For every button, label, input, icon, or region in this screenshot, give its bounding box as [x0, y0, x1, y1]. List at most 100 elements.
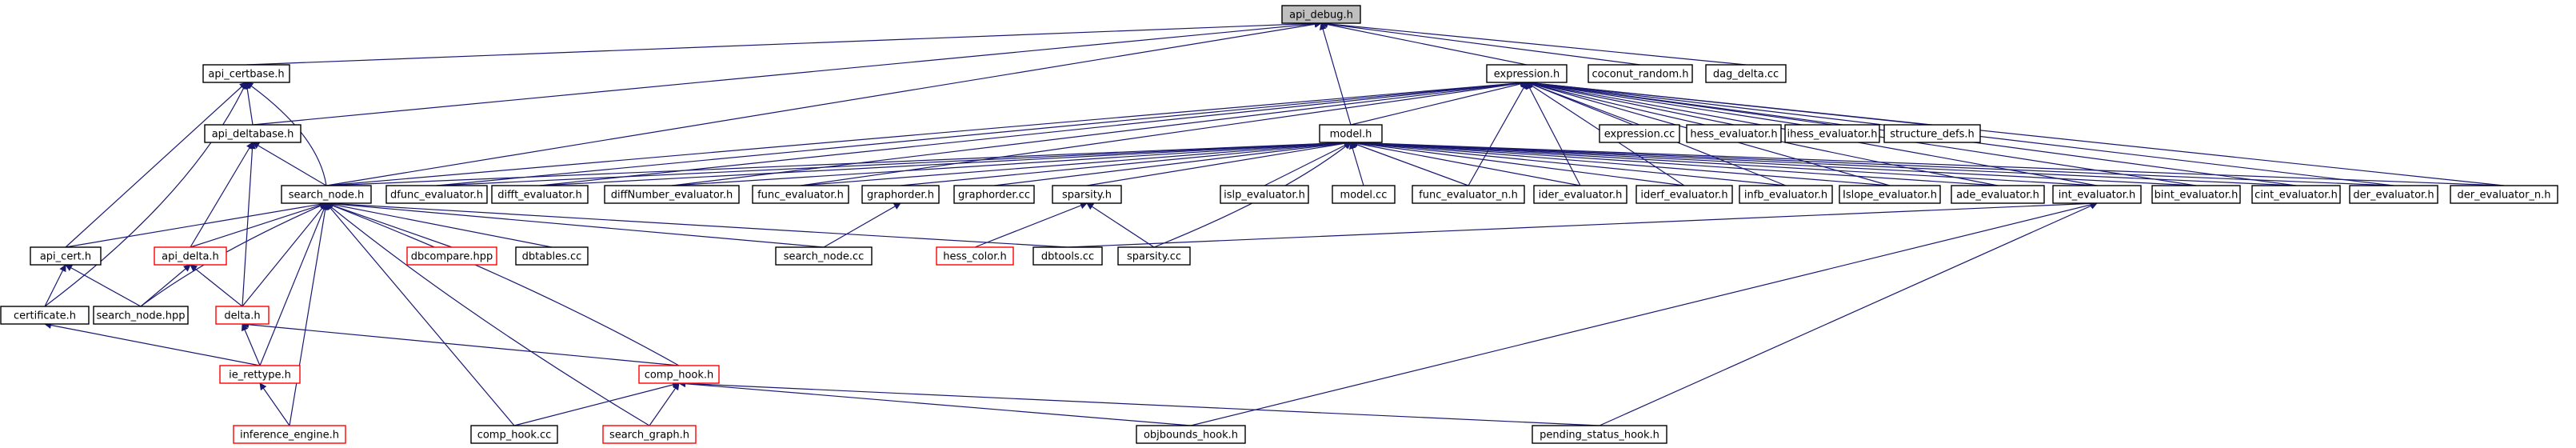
node-ihess-evaluator-h[interactable]: ihess_evaluator.h	[1784, 124, 1880, 143]
node-api-debug-h[interactable]: api_debug.h	[1281, 5, 1361, 24]
node-box	[1839, 185, 1941, 204]
node-label: sparsity.h	[1062, 190, 1112, 202]
node-api-cert-h[interactable]: api_cert.h	[30, 246, 102, 266]
node-coconut-random-h[interactable]: coconut_random.h	[1588, 64, 1693, 83]
node-label: iderf_evaluator.h	[1640, 190, 1727, 202]
node-label: expression.cc	[1604, 129, 1675, 141]
node-dag-delta-cc[interactable]: dag_delta.cc	[1705, 64, 1787, 83]
edge-pending_status_hook_h-to-comp_hook_h	[678, 379, 1600, 426]
node-islope-evaluator-h[interactable]: Islope_evaluator.h	[1839, 185, 1941, 204]
node-der-evaluator-h[interactable]: der_evaluator.h	[2349, 185, 2438, 204]
node-pending-status-hook-h[interactable]: pending_status_hook.h	[1532, 425, 1667, 444]
node-search-node-h[interactable]: search_node.h	[281, 185, 372, 204]
node-box	[470, 425, 558, 444]
node-search-graph-h[interactable]: search_graph.h	[602, 425, 697, 444]
node-label: delta.h	[224, 310, 260, 322]
node-box	[936, 246, 1014, 266]
node-box	[2349, 185, 2438, 204]
edge-dbtables_cc-to-search_node_h	[325, 201, 553, 248]
node-objbounds-hook-h[interactable]: objbounds_hook.h	[1136, 425, 1246, 444]
node-diffnumber-evaluator-h[interactable]: diffNumber_evaluator.h	[604, 185, 740, 204]
node-infb-evaluator-h[interactable]: infb_evaluator.h	[1739, 185, 1833, 204]
node-box	[30, 246, 102, 266]
edge-der_evaluator_h-to-model_h	[1350, 138, 2394, 186]
node-islp-evaluator-h[interactable]: islp_evaluator.h	[1220, 185, 1309, 204]
node-label: search_node.hpp	[96, 310, 185, 322]
node-model-h[interactable]: model.h	[1319, 124, 1383, 143]
node-ie-rettype-h[interactable]: ie_rettype.h	[219, 365, 301, 384]
node-label: diffNumber_evaluator.h	[611, 190, 733, 202]
node-box	[752, 185, 849, 204]
node-search-node-cc[interactable]: search_node.cc	[775, 246, 873, 266]
node-comp-hook-cc[interactable]: comp_hook.cc	[470, 425, 558, 444]
edge-func_evaluator_n_h-to-expression_h	[1468, 82, 1528, 186]
node-func-evaluator-n-h[interactable]: func_evaluator_n.h	[1412, 185, 1525, 204]
edge-model_h-to-expression_h	[1350, 80, 1528, 126]
node-difft-evaluator-h[interactable]: difft_evaluator.h	[491, 185, 589, 204]
edge-islp_evaluator_h-to-model_h	[1264, 142, 1352, 186]
node-bint-evaluator-h[interactable]: bint_evaluator.h	[2151, 185, 2241, 204]
node-graphorder-h[interactable]: graphorder.h	[861, 185, 940, 204]
edge-ade_evaluator_h-to-model_h	[1350, 139, 1999, 186]
node-label: int_evaluator.h	[2059, 190, 2136, 202]
node-func-evaluator-h[interactable]: func_evaluator.h	[752, 185, 849, 204]
node-int-evaluator-h[interactable]: int_evaluator.h	[2052, 185, 2142, 204]
node-iderf-evaluator-h[interactable]: iderf_evaluator.h	[1635, 185, 1733, 204]
node-box	[1739, 185, 1833, 204]
edge-graphorder_cc-to-model_h	[993, 139, 1352, 186]
node-expression-h[interactable]: expression.h	[1486, 64, 1568, 83]
edge-objbounds_hook_h-to-int_evaluator_h	[1190, 201, 2098, 426]
node-api-deltabase-h[interactable]: api_deltabase.h	[204, 124, 302, 143]
node-dfunc-evaluator-h[interactable]: dfunc_evaluator.h	[385, 185, 488, 204]
edge-coconut_random_h-to-api_debug_h	[1320, 20, 1641, 66]
node-ider-evaluator-h[interactable]: ider_evaluator.h	[1533, 185, 1627, 204]
node-structure-defs-h[interactable]: structure_defs.h	[1883, 124, 1981, 143]
node-box	[281, 185, 372, 204]
node-expression-cc[interactable]: expression.cc	[1599, 124, 1680, 143]
node-delta-h[interactable]: delta.h	[215, 306, 270, 325]
node-der-evaluator-n-h[interactable]: der_evaluator_n.h	[2450, 185, 2558, 204]
node-certificate-h[interactable]: certificate.h	[0, 306, 90, 325]
node-cint-evaluator-h[interactable]: cint_evaluator.h	[2251, 185, 2341, 204]
node-label: dbcompare.hpp	[411, 251, 493, 263]
node-label: api_deltabase.h	[212, 129, 294, 141]
node-box	[1784, 124, 1880, 143]
node-label: comp_hook.cc	[477, 430, 552, 442]
node-box	[604, 185, 740, 204]
node-label: api_cert.h	[40, 251, 91, 263]
node-model-cc[interactable]: model.cc	[1332, 185, 1396, 204]
edge-hess_evaluator_h-to-expression_h	[1526, 80, 1735, 126]
node-inference-engine-h[interactable]: inference_engine.h	[233, 425, 346, 444]
node-ade-evaluator-h[interactable]: ade_evaluator.h	[1951, 185, 2045, 204]
node-box	[1486, 64, 1568, 83]
node-api-delta-h[interactable]: api_delta.h	[154, 246, 227, 266]
edge-comp_hook_h-to-search_node_h	[325, 202, 680, 366]
node-comp-hook-h[interactable]: comp_hook.h	[638, 365, 720, 384]
edge-search_node_h-to-expression_h	[325, 79, 1528, 186]
node-dbtools-cc[interactable]: dbtools.cc	[1032, 246, 1103, 266]
node-sparsity-cc[interactable]: sparsity.cc	[1117, 246, 1191, 266]
node-api-certbase-h[interactable]: api_certbase.h	[202, 64, 290, 83]
node-box	[1635, 185, 1733, 204]
node-box	[1117, 246, 1191, 266]
edge-api_cert_h-to-api_certbase_h	[65, 82, 247, 248]
node-label: der_evaluator_n.h	[2457, 190, 2550, 202]
node-hess-evaluator-h[interactable]: hess_evaluator.h	[1686, 124, 1782, 143]
node-label: ider_evaluator.h	[1539, 190, 1623, 202]
edge-infb_evaluator_h-to-model_h	[1350, 139, 1787, 186]
node-graphorder-cc[interactable]: graphorder.cc	[953, 185, 1035, 204]
node-label: difft_evaluator.h	[497, 190, 581, 202]
node-box	[515, 246, 589, 266]
node-search-node-hpp[interactable]: search_node.hpp	[93, 306, 189, 325]
node-box	[1281, 5, 1361, 24]
node-dbcompare-hpp[interactable]: dbcompare.hpp	[406, 246, 497, 266]
node-label: graphorder.h	[867, 190, 934, 202]
edge-ie_rettype_h-to-certificate_h	[44, 322, 261, 366]
node-label: graphorder.cc	[958, 190, 1030, 202]
node-sparsity-h[interactable]: sparsity.h	[1052, 185, 1122, 204]
node-label: structure_defs.h	[1890, 129, 1974, 141]
node-dbtables-cc[interactable]: dbtables.cc	[515, 246, 589, 266]
edge-api_delta_h-to-search_node_h	[190, 202, 327, 248]
node-hess-color-h[interactable]: hess_color.h	[936, 246, 1014, 266]
